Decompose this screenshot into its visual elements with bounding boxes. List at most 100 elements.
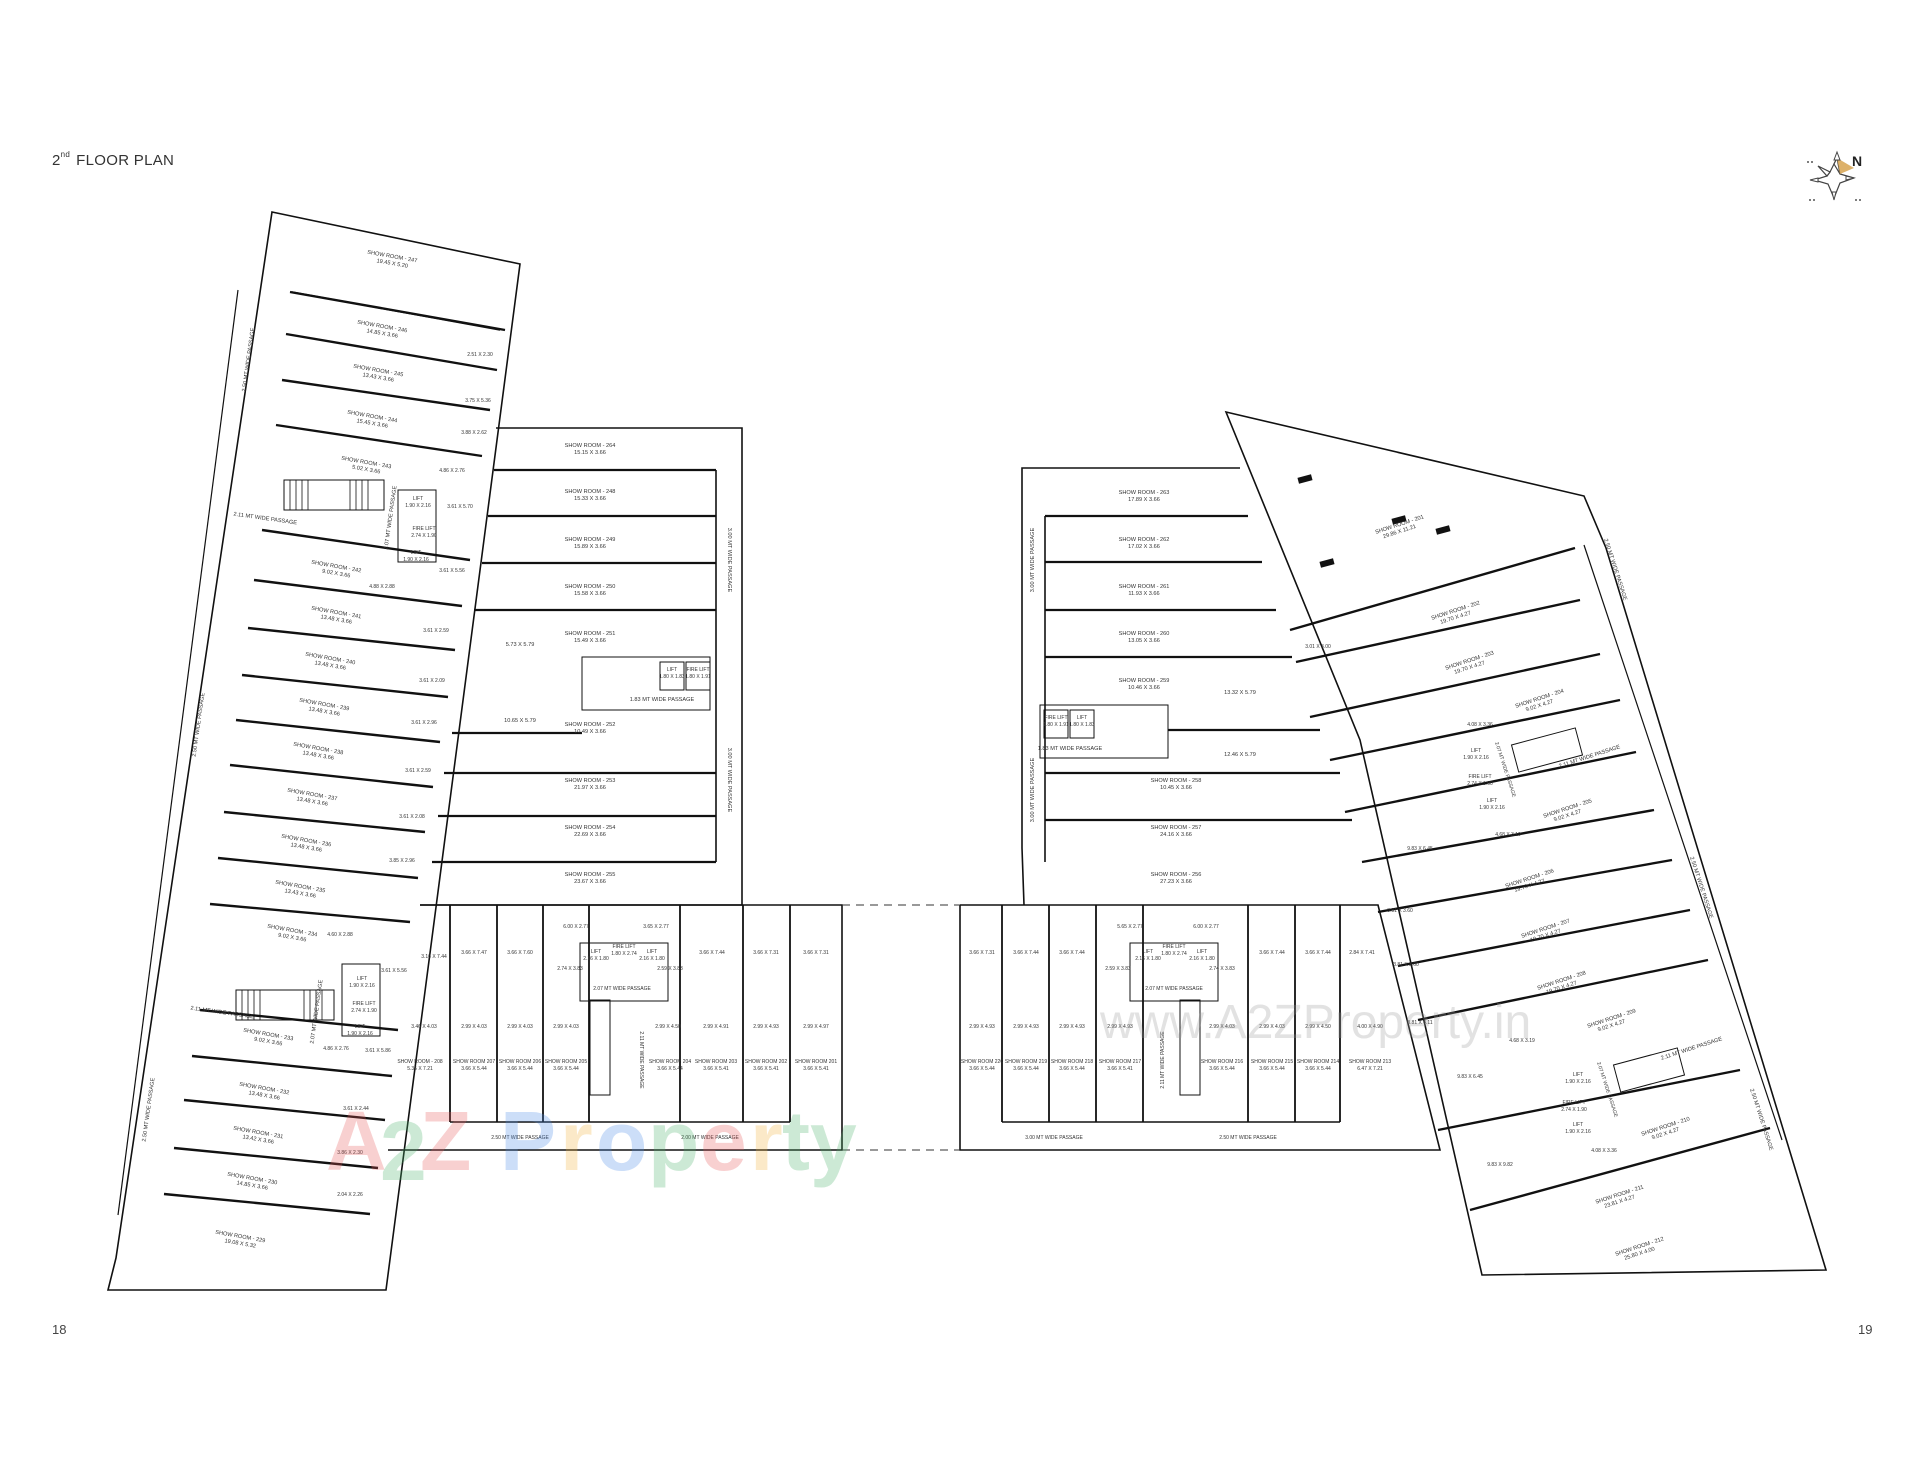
svg-text:15.15 X 3.66: 15.15 X 3.66 [574, 450, 606, 456]
svg-text:FIRE LIFT: FIRE LIFT [1468, 774, 1491, 780]
svg-text:3.61 X 2.59: 3.61 X 2.59 [423, 628, 449, 634]
title-ordinal: 2 [52, 152, 61, 169]
svg-text:3.66 X 7.31: 3.66 X 7.31 [753, 950, 779, 956]
svg-text:LIFT: LIFT [1487, 798, 1497, 804]
svg-text:3.66 X 5.44: 3.66 X 5.44 [657, 1066, 683, 1072]
svg-text:SHOW ROOM - 262: SHOW ROOM - 262 [1119, 537, 1170, 543]
center-left-dividers [432, 468, 716, 864]
svg-text:SHOW ROOM - 254: SHOW ROOM - 254 [565, 825, 616, 831]
svg-text:1.90 X 2.16: 1.90 X 2.16 [405, 503, 431, 509]
svg-text:2.50 MT WIDE PASSAGE: 2.50 MT WIDE PASSAGE [192, 692, 207, 757]
svg-text:2.50 MT WIDE PASSAGE: 2.50 MT WIDE PASSAGE [491, 1135, 549, 1141]
svg-text:2.07 MT WIDE PASSAGE: 2.07 MT WIDE PASSAGE [1595, 1061, 1619, 1118]
svg-text:2.99 X 4.93: 2.99 X 4.93 [969, 1024, 995, 1030]
svg-text:2.00 MT WIDE PASSAGE: 2.00 MT WIDE PASSAGE [681, 1135, 739, 1141]
svg-text:4.68 X 3.19: 4.68 X 3.19 [1509, 1038, 1535, 1044]
svg-text:22.69 X 3.66: 22.69 X 3.66 [574, 832, 606, 838]
svg-text:LIFT: LIFT [357, 976, 367, 982]
svg-text:13.32 X 5.79: 13.32 X 5.79 [1224, 690, 1256, 696]
svg-text:9.02 X 3.66: 9.02 X 3.66 [322, 569, 351, 580]
svg-text:3.66 X 5.44: 3.66 X 5.44 [1059, 1066, 1085, 1072]
svg-text:ty: ty [782, 1094, 857, 1188]
svg-text:SHOW ROOM - 253: SHOW ROOM - 253 [565, 778, 616, 784]
svg-text:A: A [326, 1094, 387, 1188]
svg-text:SHOW ROOM - 208: SHOW ROOM - 208 [397, 1059, 443, 1065]
svg-text:1.80 X 2.74: 1.80 X 2.74 [611, 951, 637, 957]
svg-text:SHOW ROOM 202: SHOW ROOM 202 [745, 1059, 787, 1065]
svg-text:23.67 X 3.66: 23.67 X 3.66 [574, 879, 606, 885]
svg-text:LIFT: LIFT [1573, 1122, 1583, 1128]
svg-text:12.46 X 5.79: 12.46 X 5.79 [1224, 752, 1256, 758]
svg-text:2.07 MT WIDE PASSAGE: 2.07 MT WIDE PASSAGE [384, 485, 399, 550]
svg-text:3.66 X 7.31: 3.66 X 7.31 [803, 950, 829, 956]
svg-text:14.85 X 3.66: 14.85 X 3.66 [366, 328, 398, 339]
svg-text:e: e [700, 1094, 747, 1188]
svg-text:19.08 X 5.32: 19.08 X 5.32 [224, 1238, 256, 1249]
left-wing-dividers [163, 290, 506, 1216]
svg-text:LIFT: LIFT [413, 496, 423, 502]
left-wing-outline [106, 211, 521, 1291]
svg-text:1.80 X 1.83: 1.80 X 1.83 [1069, 722, 1095, 728]
svg-text:SHOW ROOM 207: SHOW ROOM 207 [453, 1059, 495, 1065]
svg-text:1.83 MT WIDE PASSAGE: 1.83 MT WIDE PASSAGE [1038, 746, 1103, 752]
svg-text:SHOW ROOM - 249: SHOW ROOM - 249 [565, 537, 616, 543]
svg-text:13.48 X 3.66: 13.48 X 3.66 [290, 842, 322, 853]
svg-text:1.90 X 2.16: 1.90 X 2.16 [1463, 755, 1489, 761]
svg-text:15.33 X 3.66: 15.33 X 3.66 [574, 496, 606, 502]
svg-text:15.89 X 3.66: 15.89 X 3.66 [574, 544, 606, 550]
svg-text:3.61 X 2.08: 3.61 X 2.08 [399, 814, 425, 820]
svg-text:3.65 X 2.77: 3.65 X 2.77 [643, 924, 669, 930]
svg-text:3.66 X 5.44: 3.66 X 5.44 [461, 1066, 487, 1072]
svg-text:LIFT: LIFT [355, 1024, 365, 1030]
svg-text:3.61 X 5.56: 3.61 X 5.56 [381, 968, 407, 974]
title-text: FLOOR PLAN [76, 152, 175, 169]
svg-text:SHOW ROOM - 263: SHOW ROOM - 263 [1119, 490, 1170, 496]
svg-text:13.48 X 3.66: 13.48 X 3.66 [302, 750, 334, 761]
svg-text:SHOW ROOM 203: SHOW ROOM 203 [695, 1059, 737, 1065]
svg-text:13.43 X 3.66: 13.43 X 3.66 [362, 372, 394, 383]
svg-text:3.00 MT WIDE PASSAGE: 3.00 MT WIDE PASSAGE [726, 528, 732, 593]
svg-text:3.61 X 5.56: 3.61 X 5.56 [439, 568, 465, 574]
svg-text:2.99 X 4.50: 2.99 X 4.50 [1305, 1024, 1331, 1030]
svg-text:FIRE LIFT: FIRE LIFT [1162, 944, 1185, 950]
svg-text:2.51 X 2.30: 2.51 X 2.30 [467, 352, 493, 358]
svg-text:5.73 X 5.79: 5.73 X 5.79 [506, 642, 535, 648]
svg-text:SHOW ROOM 220: SHOW ROOM 220 [961, 1059, 1003, 1065]
svg-text:3.46 X 4.03: 3.46 X 4.03 [411, 1024, 437, 1030]
svg-text:3.00 MT WIDE PASSAGE: 3.00 MT WIDE PASSAGE [1030, 758, 1036, 823]
svg-text:LIFT: LIFT [1077, 715, 1087, 721]
svg-text:2.11 MT WIDE PASSAGE: 2.11 MT WIDE PASSAGE [190, 1006, 255, 1021]
svg-text:3.66 X 7.44: 3.66 X 7.44 [1059, 950, 1085, 956]
svg-text:2.07 MT WIDE PASSAGE: 2.07 MT WIDE PASSAGE [1493, 741, 1517, 798]
compass-label: N [1852, 153, 1862, 169]
svg-text:10.45 X 3.66: 10.45 X 3.66 [1160, 785, 1192, 791]
svg-text:27.23 X 3.66: 27.23 X 3.66 [1160, 879, 1192, 885]
svg-text:4.08 X 3.36: 4.08 X 3.36 [1591, 1148, 1617, 1154]
svg-text:1.83 MT WIDE PASSAGE: 1.83 MT WIDE PASSAGE [630, 697, 695, 703]
svg-text:13.48 X 3.66: 13.48 X 3.66 [248, 1090, 280, 1101]
svg-text:3.00 MT WIDE PASSAGE: 3.00 MT WIDE PASSAGE [1030, 528, 1036, 593]
svg-text:SHOW ROOM - 255: SHOW ROOM - 255 [565, 872, 616, 878]
svg-text:2.16 X 1.80: 2.16 X 1.80 [583, 956, 609, 962]
svg-text:1.80 X 1.83: 1.80 X 1.83 [659, 674, 685, 680]
compass-accent [1837, 158, 1854, 174]
center-left-stair-core [581, 656, 711, 711]
svg-text:FIRE LIFT: FIRE LIFT [612, 944, 635, 950]
svg-text:4.68 X 3.19: 4.68 X 3.19 [1495, 832, 1521, 838]
svg-text:SHOW ROOM 215: SHOW ROOM 215 [1251, 1059, 1293, 1065]
svg-text:SHOW ROOM - 248: SHOW ROOM - 248 [565, 489, 616, 495]
svg-text:SHOW ROOM - 258: SHOW ROOM - 258 [1151, 778, 1202, 784]
svg-text:4.86 X 2.76: 4.86 X 2.76 [323, 1046, 349, 1052]
svg-text:2.16 X 1.80: 2.16 X 1.80 [639, 956, 665, 962]
left-stair-core-lower [235, 963, 381, 1037]
svg-text:6.00 X 2.77: 6.00 X 2.77 [1193, 924, 1219, 930]
website-watermark: www.A2ZProperty.in [1099, 996, 1531, 1049]
svg-text:13.48 X 3.66: 13.48 X 3.66 [308, 706, 340, 717]
svg-text:LIFT: LIFT [411, 550, 421, 556]
svg-text:4.00 X 4.90: 4.00 X 4.90 [1357, 1024, 1383, 1030]
svg-text:13.42 X 3.66: 13.42 X 3.66 [242, 1134, 274, 1145]
svg-text:2.84 X 7.41: 2.84 X 7.41 [1349, 950, 1375, 956]
svg-text:2.74 X 1.90: 2.74 X 1.90 [1467, 781, 1493, 787]
svg-text:2.99 X 4.93: 2.99 X 4.93 [1107, 1024, 1133, 1030]
